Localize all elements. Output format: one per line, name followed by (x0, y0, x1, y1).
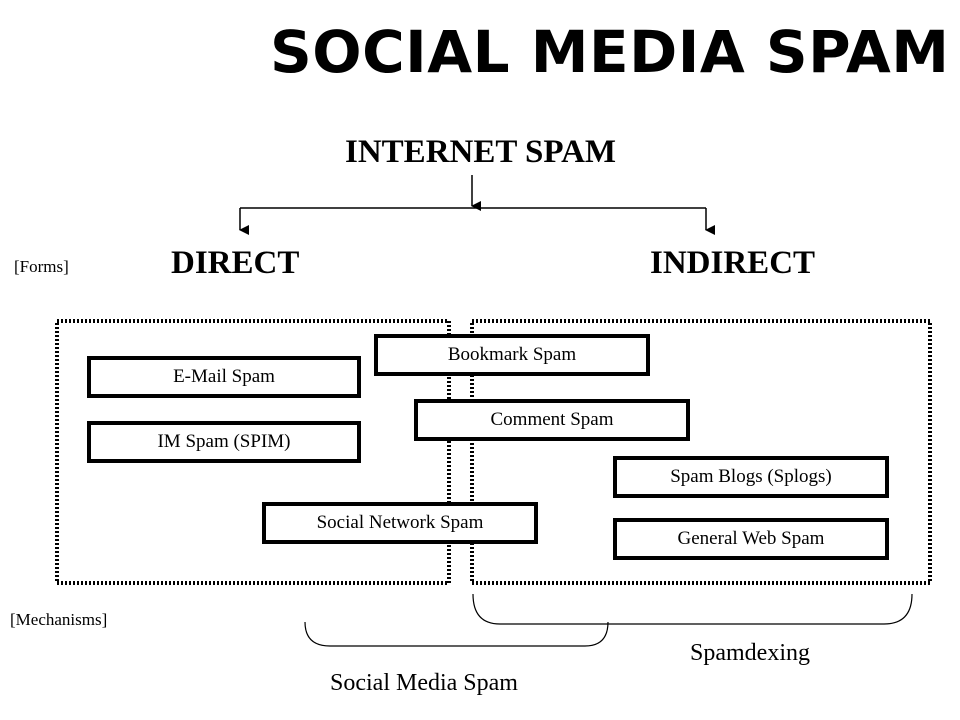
mechanism-im-spam: IM Spam (SPIM) (87, 421, 361, 463)
spamdexing-brace (472, 593, 913, 625)
mechanism-general-web-spam: General Web Spam (613, 518, 889, 560)
form-direct: DIRECT (171, 245, 300, 281)
mechanisms-annotation: [Mechanisms] (10, 610, 108, 629)
group-label-spamdexing: Spamdexing (690, 640, 810, 666)
mechanism-bookmark-spam: Bookmark Spam (374, 334, 650, 376)
social-media-brace (304, 621, 609, 647)
page-title: SOCIAL MEDIA SPAM (270, 18, 950, 86)
mechanism-email-spam: E-Mail Spam (87, 356, 361, 398)
mechanism-comment-spam: Comment Spam (414, 399, 690, 441)
group-label-social-media-spam: Social Media Spam (330, 670, 518, 696)
mechanism-spam-blogs: Spam Blogs (Splogs) (613, 456, 889, 498)
forms-annotation: [Forms] (14, 257, 69, 276)
indirect-region (470, 319, 932, 585)
root-node-internet-spam: INTERNET SPAM (345, 134, 617, 170)
mechanism-social-network-spam: Social Network Spam (262, 502, 538, 544)
direct-region (55, 319, 451, 585)
form-indirect: INDIRECT (650, 245, 816, 281)
